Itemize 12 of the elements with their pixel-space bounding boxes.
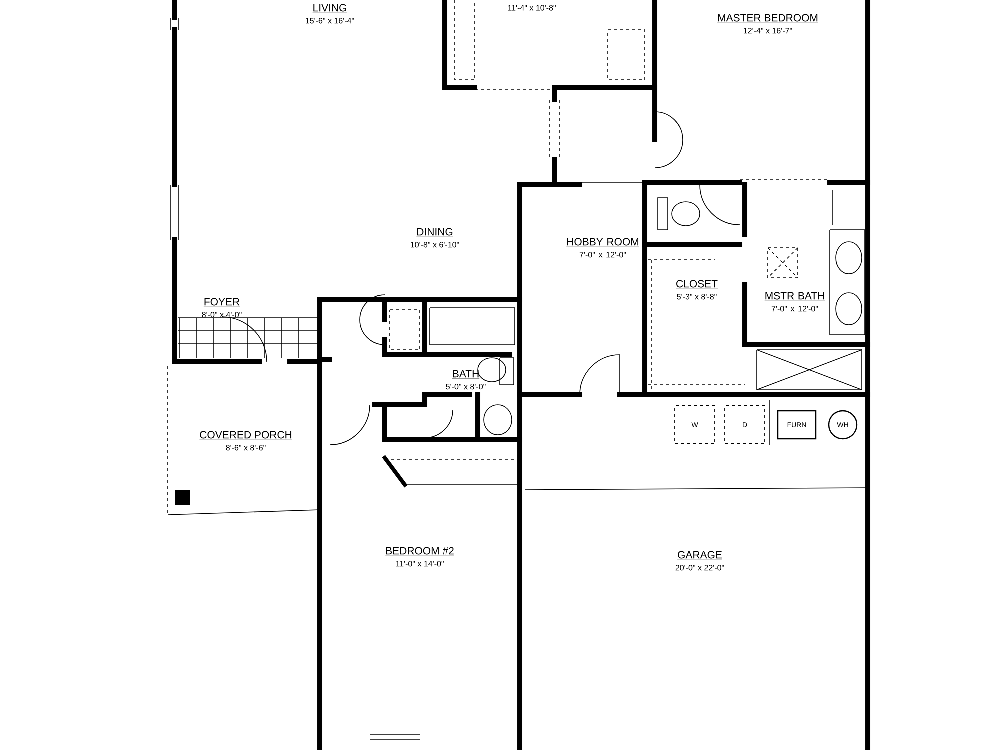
room-label: DINING 10'-8" x 6'-10" [411,228,460,248]
room-label: BATH 5'-0" x 8'-0" [446,370,486,390]
room-label: GARAGE 20'-0" x 22'-0" [676,551,724,571]
room-label: CLOSET 5'-3" x 8'-8" [676,280,718,300]
room-label: MASTER BEDROOM 12'-4" x 16'-7" [717,14,819,34]
room-label: BEDROOM #2 11'-0" x 14'-0" [385,547,455,567]
room-label: LIVING 15'-6" x 16'-4" [306,4,354,24]
room-label: COVERED PORCH 8'-6" x 8'-6" [199,431,293,451]
room-label: FOYER 8'-0" x 4'-0" [202,298,242,318]
room-label: MSTR BATH 7'-0" x 12'-0" [764,292,826,312]
room-label: 11'-4" x 10'-8" [508,5,556,11]
room-label: HOBBY ROOM 7'-0" x 12'-0" [566,238,640,258]
